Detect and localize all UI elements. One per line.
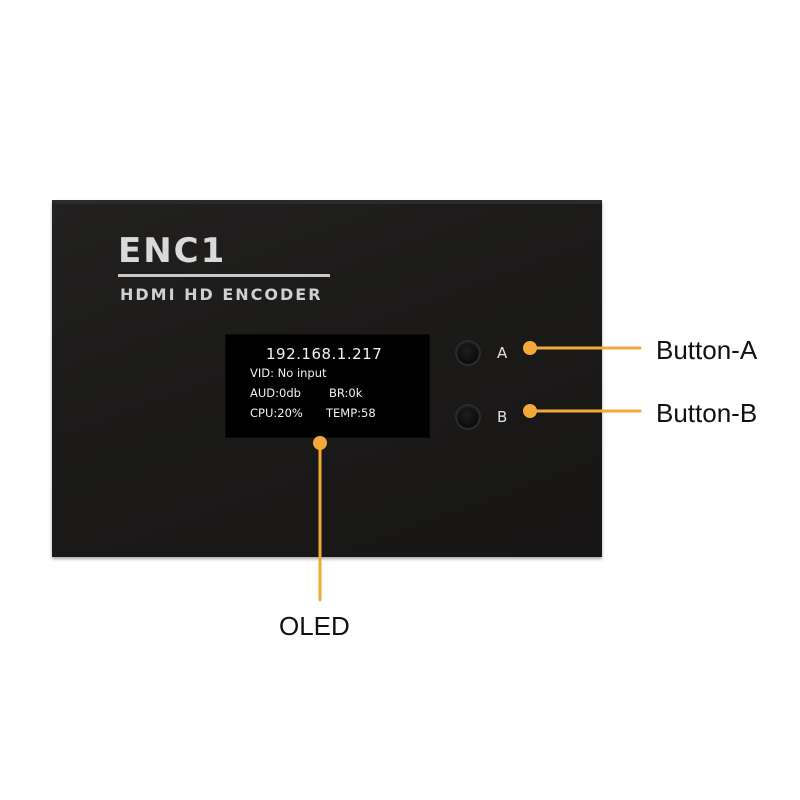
encoder-device: ENC1 HDMI HD ENCODER 192.168.1.217 VID: … <box>52 200 602 557</box>
device-subtitle: HDMI HD ENCODER <box>120 285 323 304</box>
button-a[interactable] <box>457 342 479 364</box>
callout-label-button-a: Button-A <box>656 335 758 365</box>
callout-label-button-b: Button-B <box>656 398 758 428</box>
device-model-label: ENC1 <box>118 231 227 271</box>
callout-label-oled: OLED <box>279 611 350 641</box>
button-b[interactable] <box>457 406 479 428</box>
oled-audio-level: AUD:0db <box>250 386 301 400</box>
oled-video-status: VID: No input <box>250 366 327 380</box>
model-underline <box>118 274 330 277</box>
oled-bitrate: BR:0k <box>329 386 363 400</box>
oled-ip-address: 192.168.1.217 <box>266 345 383 363</box>
oled-screen: 192.168.1.217 VID: No input AUD:0db BR:0… <box>225 334 430 438</box>
oled-temperature: TEMP:58 <box>326 406 376 420</box>
button-a-letter: A <box>497 344 508 362</box>
button-b-letter: B <box>497 408 508 426</box>
oled-cpu-usage: CPU:20% <box>250 406 303 420</box>
